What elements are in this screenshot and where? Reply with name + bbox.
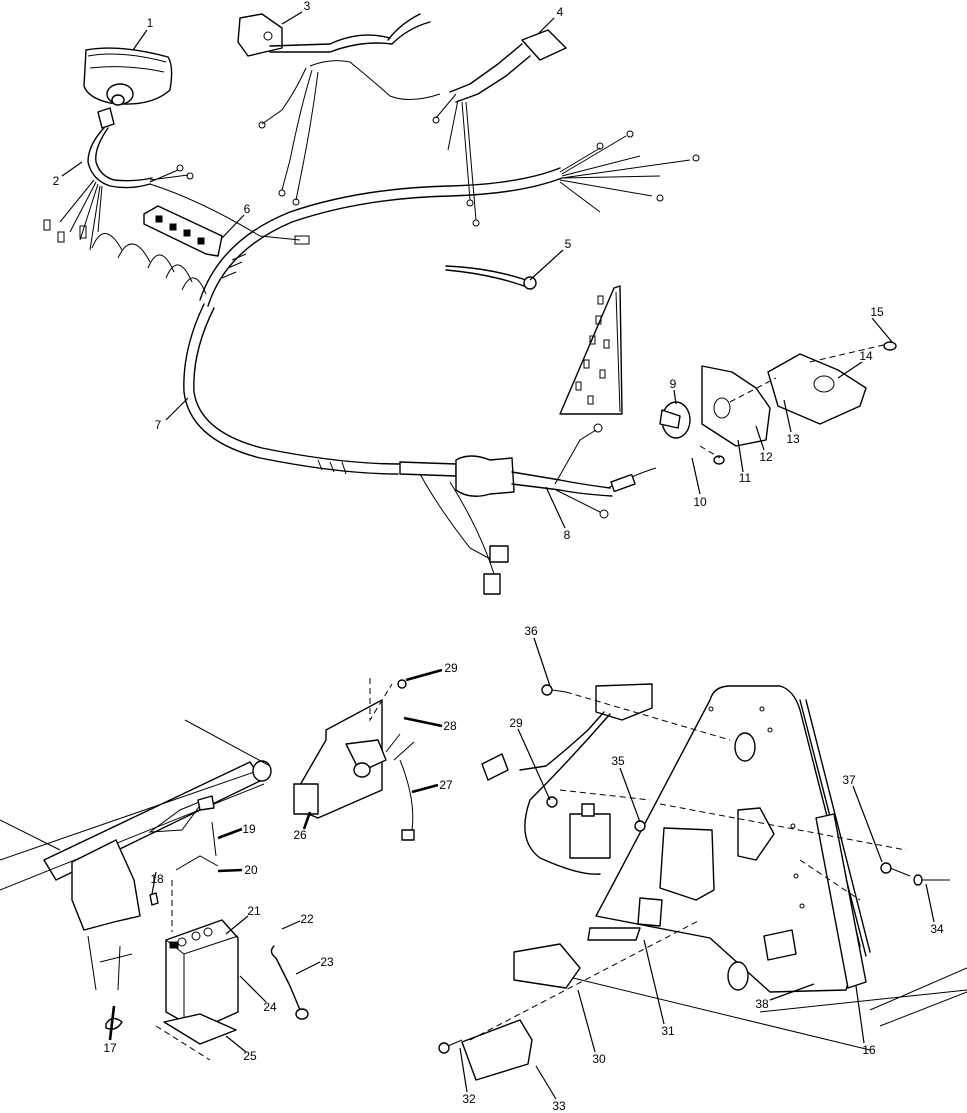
callout-6: 6 xyxy=(243,202,251,216)
callout-4: 4 xyxy=(556,5,564,19)
main-harness-trunk xyxy=(183,130,700,475)
callout-26: 26 xyxy=(293,828,307,842)
callout-9: 9 xyxy=(669,377,677,391)
callout-37: 37 xyxy=(842,773,856,787)
callout-8: 8 xyxy=(563,528,571,542)
callout-2: 2 xyxy=(52,174,60,188)
bullet-connector-loops xyxy=(91,233,207,295)
headlight-assembly xyxy=(83,47,173,129)
callout-19: 19 xyxy=(242,822,256,836)
callout-36: 36 xyxy=(524,624,538,638)
callout-12: 12 xyxy=(759,450,773,464)
callout-15: 15 xyxy=(870,305,884,319)
fuse-block xyxy=(143,205,223,257)
ignition-switch-harness xyxy=(432,29,567,227)
headlight-pigtail-harness xyxy=(43,127,310,251)
callout-31: 31 xyxy=(661,1024,675,1038)
callout-20: 20 xyxy=(244,863,258,877)
callout-29: 29 xyxy=(444,661,458,675)
callout-16: 16 xyxy=(862,1043,876,1057)
ground-wire xyxy=(445,265,537,290)
callout-24: 24 xyxy=(263,1000,277,1014)
electrical-panel xyxy=(539,685,967,1051)
callout-13: 13 xyxy=(786,432,800,446)
callout-14: 14 xyxy=(859,349,873,363)
callout-5: 5 xyxy=(564,237,572,251)
callout-7: 7 xyxy=(154,418,162,432)
ignition-coil-bracket xyxy=(293,678,415,841)
callout-25: 25 xyxy=(243,1049,257,1063)
callout-10: 10 xyxy=(693,495,707,509)
callout-30: 30 xyxy=(592,1052,606,1066)
callout-21: 21 xyxy=(247,904,261,918)
callout-1: 1 xyxy=(146,16,154,30)
callout-11: 11 xyxy=(738,471,752,485)
taillight-assembly xyxy=(607,341,897,493)
callout-38: 38 xyxy=(755,997,769,1011)
callout-33: 33 xyxy=(552,1099,566,1113)
callout-27: 27 xyxy=(439,778,453,792)
callout-22: 22 xyxy=(300,912,314,926)
frame-rails xyxy=(0,719,272,991)
switch-wire-branches xyxy=(258,13,441,206)
callout-3: 3 xyxy=(303,0,311,13)
callout-17: 17 xyxy=(103,1041,117,1055)
callout-18: 18 xyxy=(150,872,164,886)
callout-35: 35 xyxy=(611,754,625,768)
wiring-decal xyxy=(559,285,623,415)
handlebar-switch xyxy=(237,13,393,57)
callout-28: 28 xyxy=(443,719,457,733)
leader-lines xyxy=(61,11,935,1100)
battery-parts xyxy=(105,795,309,1061)
callout-32: 32 xyxy=(462,1092,476,1106)
rear-harness-connector xyxy=(399,423,613,595)
callout-34: 34 xyxy=(930,922,944,936)
callout-29: 29 xyxy=(509,716,523,730)
callout-23: 23 xyxy=(320,955,334,969)
